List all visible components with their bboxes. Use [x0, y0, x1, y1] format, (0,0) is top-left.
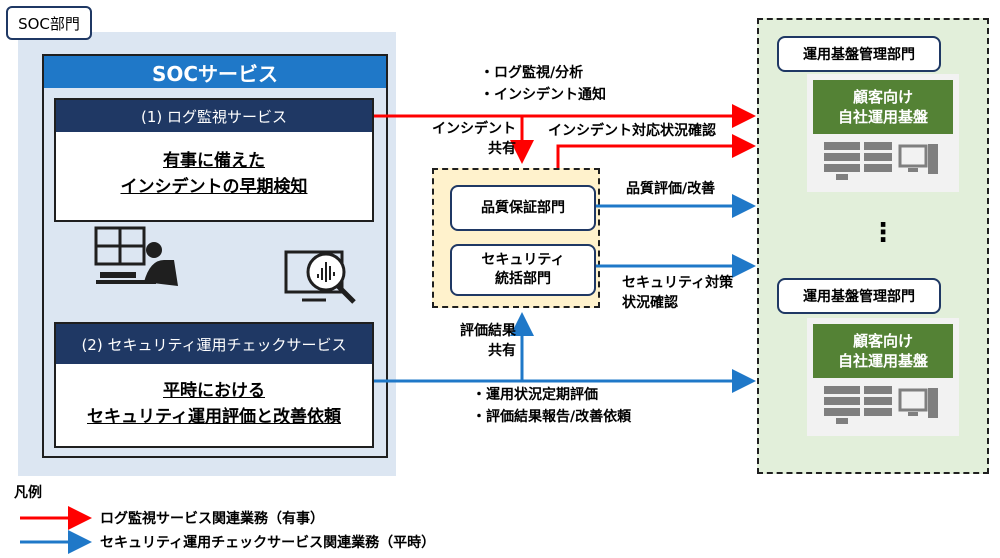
infra-line2-1: 自社運用基盤 — [837, 108, 928, 126]
monitoring-operator-icon — [94, 226, 178, 286]
log-service-body-line1: 有事に備えた — [163, 151, 265, 171]
infra-title-2: 顧客向け 自社運用基盤 — [813, 324, 953, 378]
log-service-box: (1) ログ監視サービス 有事に備えた インシデントの早期検知 — [54, 98, 374, 222]
label-incident-share-2: 共有 — [488, 141, 516, 157]
analysis-monitor-icon — [284, 250, 356, 304]
ellipsis-mark: ⋮ — [870, 218, 896, 248]
check-service-title: (2) セキュリティ運用チェックサービス — [56, 324, 372, 364]
soc-dept-label: SOC部門 — [6, 6, 92, 40]
qa-dept-box: 品質保証部門 — [450, 185, 596, 231]
soc-service-title: SOCサービス — [44, 56, 386, 88]
label-incident-status: インシデント対応状況確認 — [548, 123, 716, 139]
legend-blue-text: セキュリティ運用チェックサービス関連業務（平時） — [100, 535, 436, 551]
infra-line2-2: 自社運用基盤 — [837, 352, 928, 370]
sec-dept-box: セキュリティ 統括部門 — [450, 244, 596, 296]
legend-title: 凡例 — [14, 485, 42, 501]
label-quality-eval: 品質評価/改善 — [626, 181, 716, 197]
label-eval-report: ・評価結果報告/改善依頼 — [472, 409, 632, 425]
label-incident-share-1: インシデント — [432, 121, 516, 137]
server-pc-icon-1 — [824, 142, 938, 180]
label-incident-notice: ・インシデント通知 — [480, 87, 606, 103]
infra-line1-2: 顧客向け — [852, 332, 913, 350]
infra-line1-1: 顧客向け — [852, 88, 913, 106]
ops-dept-label-2: 運用基盤管理部門 — [777, 278, 941, 314]
sec-dept-line2: 統括部門 — [495, 271, 551, 287]
red-arrow-incident-status — [556, 134, 756, 168]
label-eval-share-1: 評価結果 — [460, 323, 516, 339]
check-service-body-line2: セキュリティ運用評価と改善依頼 — [87, 407, 341, 427]
legend-red-text: ログ監視サービス関連業務（有事） — [100, 511, 324, 527]
server-pc-icon-2 — [824, 386, 938, 424]
check-service-body-line1: 平時における — [163, 381, 265, 401]
log-service-title: (1) ログ監視サービス — [56, 100, 372, 132]
label-sec-measure-2: 状況確認 — [622, 295, 678, 311]
ops-dept-label-1: 運用基盤管理部門 — [777, 36, 941, 72]
sec-dept-line1: セキュリティ — [481, 252, 565, 268]
label-log-monitor: ・ログ監視/分析 — [480, 65, 584, 81]
label-periodic-eval: ・運用状況定期評価 — [472, 387, 598, 403]
label-eval-share-2: 共有 — [488, 343, 516, 359]
infra-title-1: 顧客向け 自社運用基盤 — [813, 80, 953, 134]
label-sec-measure-1: セキュリティ対策 — [622, 275, 734, 291]
check-service-box: (2) セキュリティ運用チェックサービス 平時における セキュリティ運用評価と改… — [54, 322, 374, 448]
log-service-body-line2: インシデントの早期検知 — [120, 177, 308, 197]
